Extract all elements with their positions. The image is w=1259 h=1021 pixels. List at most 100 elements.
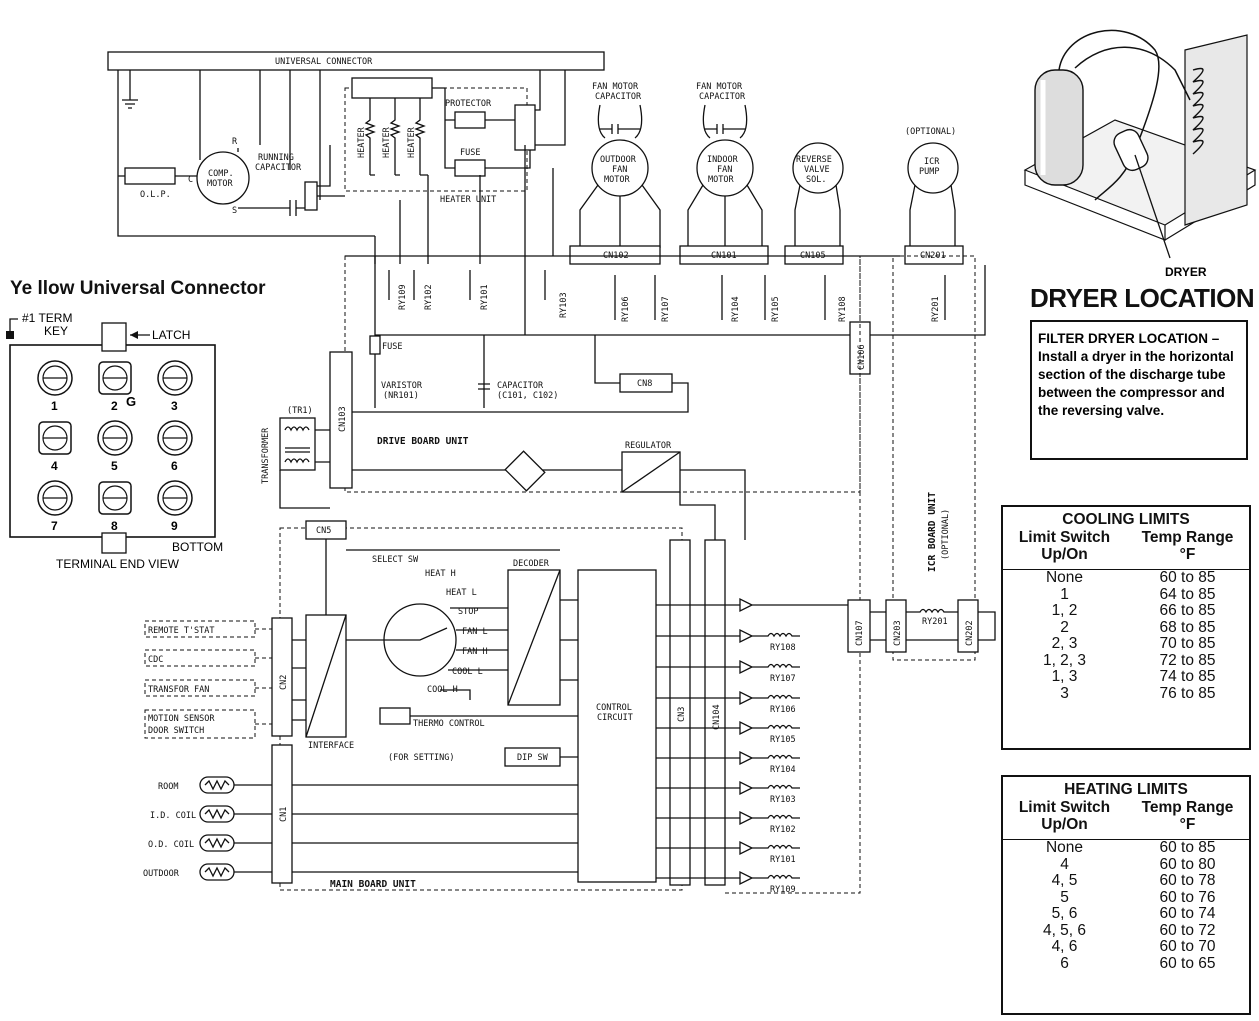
temp-range-cell: 60 to 70 [1159,938,1216,955]
svg-text:HEATER: HEATER [407,126,417,158]
table-row: 2, 3 70 to 85 [1003,635,1249,653]
heater-fuse-label: FUSE [460,148,480,158]
temp-range-cell: 60 to 65 [1159,954,1216,972]
svg-text:OUTDOOR: OUTDOOR [143,869,180,879]
setting-label: (FOR SETTING) [388,753,455,763]
col-header: Temp Range [1141,799,1234,816]
thermo-label: THERMO CONTROL [413,719,485,729]
cn1-label: CN1 [279,807,289,822]
wire [292,549,560,721]
temp-range-cell: 70 to 85 [1159,635,1216,652]
control-circuit [577,569,657,883]
connector-pin-number: 5 [111,459,118,473]
decoder-label: DECODER [513,559,550,569]
temp-range-cell: 72 to 85 [1159,651,1216,669]
cn106-label: CN106 [857,344,867,370]
svg-text:FAN: FAN [717,165,732,175]
transformer-label: TRANSFORMER [261,427,271,484]
drive-fuse-label: FUSE [382,342,402,352]
svg-text:ICR: ICR [924,157,940,167]
svg-text:RY105: RY105 [771,296,781,322]
limit-switch-cell: 4, 5 [1051,872,1078,889]
svg-text:I.D. COIL: I.D. COIL [150,811,196,821]
cn107 [847,599,871,653]
svg-text:RY201: RY201 [931,296,941,322]
temp-range-cell: 60 to 80 [1159,855,1216,873]
col-header: °F [1179,816,1196,833]
latch-label: LATCH [152,328,190,342]
svg-text:O.D. COIL: O.D. COIL [148,840,194,850]
svg-text:COOL L: COOL L [452,667,483,677]
svg-text:RY109: RY109 [398,284,408,310]
svg-text:RY101: RY101 [770,855,796,865]
cn103 [329,351,353,489]
temp-range-cell: 60 to 74 [1159,905,1216,922]
cn202-label: CN202 [965,620,975,646]
svg-text:RY105: RY105 [770,735,796,745]
svg-text:RY106: RY106 [770,705,796,715]
heater-elements: HEATER HEATER HEATER [357,98,426,175]
limit-switch-cell: 4, 6 [1051,938,1078,955]
running-cap-label: CAPACITOR [255,163,302,173]
icr-wiring [870,608,996,641]
svg-text:VALVE: VALVE [804,165,830,175]
col-header: Up/On [1041,816,1088,833]
table-row: 4, 6 60 to 70 [1003,938,1249,956]
limit-switch-cell: 2, 3 [1051,635,1078,652]
svg-text:TRANSFOR FAN: TRANSFOR FAN [148,685,209,695]
end-view-label: TERMINAL END VIEW [56,557,180,571]
bottom-label: BOTTOM [172,540,223,554]
control-circuit-label: CONTROL [596,703,632,713]
svg-text:RY108: RY108 [770,643,796,653]
svg-text:RY104: RY104 [731,296,741,322]
relay-contacts-top: RY109 RY102 RY101 RY103 RY106 RY107 RY10… [388,270,946,322]
cn104-label: CN104 [712,704,722,730]
wire [175,148,310,216]
heating-limits-title: HEATING LIMITS [1064,781,1188,798]
comp-motor [196,151,250,205]
temp-range-cell: 60 to 76 [1159,888,1216,906]
outdoor-fan-motor: FAN MOTOR CAPACITOR OUTDOOR FAN MOTOR [579,82,661,248]
main-board-title: MAIN BOARD UNIT [330,879,416,890]
icr-board-optional: (OPTIONAL) [941,509,951,560]
wire [117,70,375,237]
select-sw-label: SELECT SW [372,555,419,565]
wire [530,70,541,111]
drive-fuse [369,335,381,355]
wire [432,87,531,169]
cn5-label: CN5 [316,526,331,536]
limit-switch-cell: 1, 2 [1051,602,1078,619]
svg-text:HEATER: HEATER [357,126,367,158]
limit-switch-cell: None [1045,569,1084,586]
indoor-fan-motor: FAN MOTOR CAPACITOR INDOOR FAN MOTOR [687,82,763,248]
svg-text:CDC: CDC [148,655,163,665]
cn107-label: CN107 [855,620,865,646]
svg-text:HEAT L: HEAT L [446,588,477,598]
drive-board-title: DRIVE BOARD UNIT [377,436,469,447]
protector-label: PROTECTOR [445,99,492,109]
drive-board-return [725,256,861,894]
dryer-label: DRYER [1165,265,1207,279]
icr-pump: (OPTIONAL) ICR PUMP [905,127,959,248]
wire [374,335,485,408]
cn103-label: CN103 [338,406,348,432]
connector-pin-number: 3 [171,399,178,413]
icr-board-title: ICR BOARD UNIT [927,492,938,572]
svg-text:CAPACITOR: CAPACITOR [699,92,746,102]
dryer-location-title: DRYER LOCATION [1030,283,1255,313]
key-label: KEY [44,324,68,338]
svg-text:RY102: RY102 [424,284,434,310]
limit-switch-cell: 5 [1060,888,1069,906]
